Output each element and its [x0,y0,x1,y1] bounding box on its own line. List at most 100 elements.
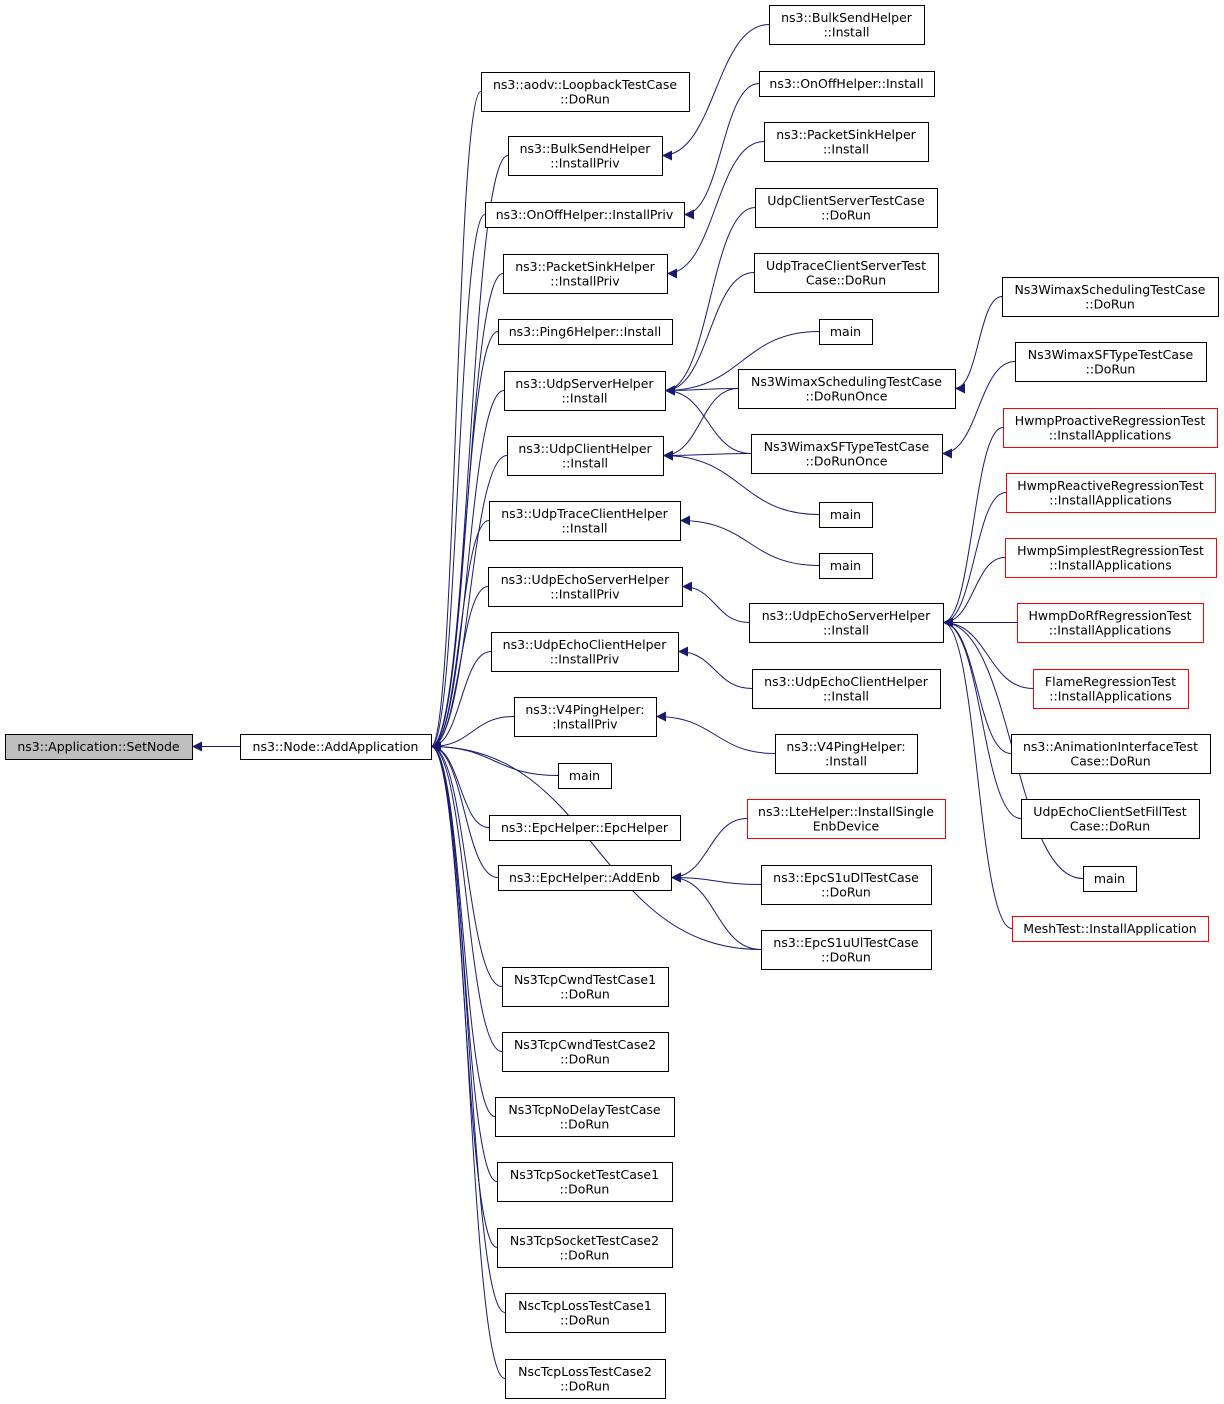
graph-node-hwmpsimplestregressiontest-installapplications[interactable]: HwmpSimplestRegressionTest::InstallAppli… [1005,538,1217,578]
graph-node-ns3tcpcwndtestcase1-dorun[interactable]: Ns3TcpCwndTestCase1::DoRun [502,967,669,1007]
node-box [498,865,672,891]
node-label-line: ns3::UdpEchoClientHelper [503,637,668,652]
node-box [240,734,432,760]
node-box [5,734,193,760]
node-box [1017,603,1204,643]
node-label-line: ::Install [561,520,607,535]
node-label-line: ::DoRun [560,1181,610,1196]
graph-node-ns3-v4pinghelper-install[interactable]: ns3::V4PingHelper::Install [775,734,918,774]
graph-node-ns3-onoffhelper-install[interactable]: ns3::OnOffHelper::Install [759,71,935,97]
graph-node-main[interactable]: main [819,502,873,528]
graph-node-ns3-ping6helper-install[interactable]: ns3::Ping6Helper::Install [498,319,673,345]
graph-node-ns3-v4pinghelper-installpriv[interactable]: ns3::V4PingHelper::InstallPriv [514,697,657,737]
edge-n4-to-n1 [430,214,486,752]
edge-n38-to-n15 [670,872,762,950]
graph-node-ns3tcpsockettestcase2-dorun[interactable]: Ns3TcpSocketTestCase2::DoRun [497,1228,673,1268]
edge-n17-to-n1 [430,741,503,1052]
graph-node-nsctcplosstestcase2-dorun[interactable]: NscTcpLossTestCase2::DoRun [505,1359,666,1399]
graph-node-ns3-udpclienthelper-install[interactable]: ns3::UdpClientHelper::Install [507,436,664,476]
graph-node-ns3wimaxschedulingtestcase-dorun[interactable]: Ns3WimaxSchedulingTestCase::DoRun [1002,277,1219,317]
graph-node-main[interactable]: main [819,553,873,579]
graph-node-ns3-udpechoclienthelper-installpriv[interactable]: ns3::UdpEchoClientHelper::InstallPriv [491,632,679,672]
graph-node-ns3-udpechoclienthelper-install[interactable]: ns3::UdpEchoClientHelper::Install [752,669,941,709]
graph-node-ns3wimaxsftypetestcase-dorunonce[interactable]: Ns3WimaxSFTypeTestCase::DoRunOnce [751,434,943,474]
graph-node-ns3wimaxschedulingtestcase-dorunonce[interactable]: Ns3WimaxSchedulingTestCase::DoRunOnce [738,369,956,409]
node-label-line: ns3::Node::AddApplication [253,739,419,754]
graph-node-ns3-udptraceclienthelper-install[interactable]: ns3::UdpTraceClientHelper::Install [489,501,681,541]
node-label-line: ::Install [823,141,869,156]
node-label-line: ns3::UdpTraceClientHelper [501,506,668,521]
node-box [759,71,935,97]
graph-node-udpclientservertestcase-dorun[interactable]: UdpClientServerTestCase::DoRun [755,188,938,228]
graph-node-ns3wimaxsftypetestcase-dorun[interactable]: Ns3WimaxSFTypeTestCase::DoRun [1015,342,1207,382]
node-label-line: UdpTraceClientServerTest [766,258,926,273]
node-label-line: ns3::OnOffHelper::Install [769,76,923,91]
edge-n35-to-n12 [655,711,776,754]
graph-node-ns3-aodv-loopbacktestcase-dorun[interactable]: ns3::aodv::LoopbackTestCase::DoRun [481,72,690,112]
graph-node-meshtest-installapplication[interactable]: MeshTest::InstallApplication [1012,916,1209,942]
node-label-line: ::Install [823,622,869,637]
node-box [754,253,939,293]
edge-n42-to-n33 [942,492,1007,628]
edge-n24-to-n4 [683,83,760,220]
graph-node-ns3-onoffhelper-installpriv[interactable]: ns3::OnOffHelper::InstallPriv [485,202,685,228]
node-label-line: ns3::OnOffHelper::InstallPriv [496,207,674,222]
node-box [497,1162,673,1202]
node-label-line: Ns3TcpSocketTestCase1 [510,1167,659,1182]
graph-node-ns3-epchelper-epchelper[interactable]: ns3::EpcHelper::EpcHelper [489,815,681,841]
graph-node-main[interactable]: main [558,763,612,789]
graph-node-ns3-bulksendhelper-installpriv[interactable]: ns3::BulkSendHelper::InstallPriv [508,136,663,176]
graph-node-ns3-udpechoserverhelper-installpriv[interactable]: ns3::UdpEchoServerHelper::InstallPriv [488,567,683,607]
node-label-line: ::DoRunOnce [806,453,888,468]
graph-node-ns3tcpsockettestcase1-dorun[interactable]: Ns3TcpSocketTestCase1::DoRun [497,1162,673,1202]
graph-node-ns3-epcs1uultestcase-dorun[interactable]: ns3::EpcS1uUlTestCase::DoRun [761,930,932,970]
graph-node-nsctcplosstestcase1-dorun[interactable]: NscTcpLossTestCase1::DoRun [505,1293,666,1333]
node-label-line: ::DoRun [821,949,871,964]
node-box [502,1032,669,1072]
graph-node-main[interactable]: main [819,319,873,345]
node-label-line: ::InstallApplications [1049,688,1171,703]
edge-n37-to-n15 [670,872,762,885]
node-box [502,967,669,1007]
graph-node-hwmpdorfregressiontest-installapplications[interactable]: HwmpDoRfRegressionTest::InstallApplicati… [1017,603,1204,643]
node-label-line: Ns3WimaxSchedulingTestCase [751,374,942,389]
graph-node-ns3-node-addapplication[interactable]: ns3::Node::AddApplication [240,734,432,760]
graph-node-ns3-udpechoserverhelper-install[interactable]: ns3::UdpEchoServerHelper::Install [749,603,944,643]
node-box [1083,866,1137,892]
graph-node-ns3tcpnodelaytestcase-dorun[interactable]: Ns3TcpNoDelayTestCase::DoRun [495,1097,675,1137]
node-box [488,567,683,607]
node-label-line: :InstallPriv [552,716,618,731]
node-label-line: Case::DoRun [1070,753,1150,768]
node-box [497,1228,673,1268]
node-label-line: Case::DoRun [806,272,886,287]
graph-node-hwmpproactiveregressiontest-installapplications[interactable]: HwmpProactiveRegressionTest::InstallAppl… [1003,408,1218,448]
node-box [761,930,932,970]
node-label-line: ns3::UdpEchoServerHelper [501,572,670,587]
graph-node-ns3tcpcwndtestcase2-dorun[interactable]: Ns3TcpCwndTestCase2::DoRun [502,1032,669,1072]
node-label-line: ns3::V4PingHelper: [786,739,905,754]
node-label-line: ::DoRun [560,1378,610,1393]
graph-node-ns3-packetsinkhelper-install[interactable]: ns3::PacketSinkHelper::Install [764,122,929,162]
node-label-line: HwmpSimplestRegressionTest [1017,543,1204,558]
graph-node-ns3-packetsinkhelper-installpriv[interactable]: ns3::PacketSinkHelper::InstallPriv [503,254,668,294]
graph-node-ns3-application-setnode: ns3::Application::SetNode [5,734,193,760]
edge-n47-to-n33 [942,617,1022,819]
node-label-line: NscTcpLossTestCase1 [518,1298,652,1313]
graph-node-flameregressiontest-installapplications[interactable]: FlameRegressionTest::InstallApplications [1033,669,1189,709]
node-box [1005,538,1217,578]
graph-node-ns3-bulksendhelper-install[interactable]: ns3::BulkSendHelper::Install [769,5,925,45]
graph-node-ns3-epcs1udltestcase-dorun[interactable]: ns3::EpcS1uDlTestCase::DoRun [761,865,932,905]
graph-node-ns3-udpserverhelper-install[interactable]: ns3::UdpServerHelper::Install [504,371,666,411]
node-label-line: HwmpReactiveRegressionTest [1017,478,1204,493]
node-box [489,501,681,541]
node-label-line: ::Install [823,24,869,39]
node-label-line: ns3::EpcS1uDlTestCase [773,870,919,885]
graph-node-hwmpreactiveregressiontest-installapplications[interactable]: HwmpReactiveRegressionTest::InstallAppli… [1006,473,1216,513]
graph-node-main[interactable]: main [1083,866,1137,892]
graph-node-ns3-epchelper-addenb[interactable]: ns3::EpcHelper::AddEnb [498,865,672,891]
node-box [1006,473,1216,513]
